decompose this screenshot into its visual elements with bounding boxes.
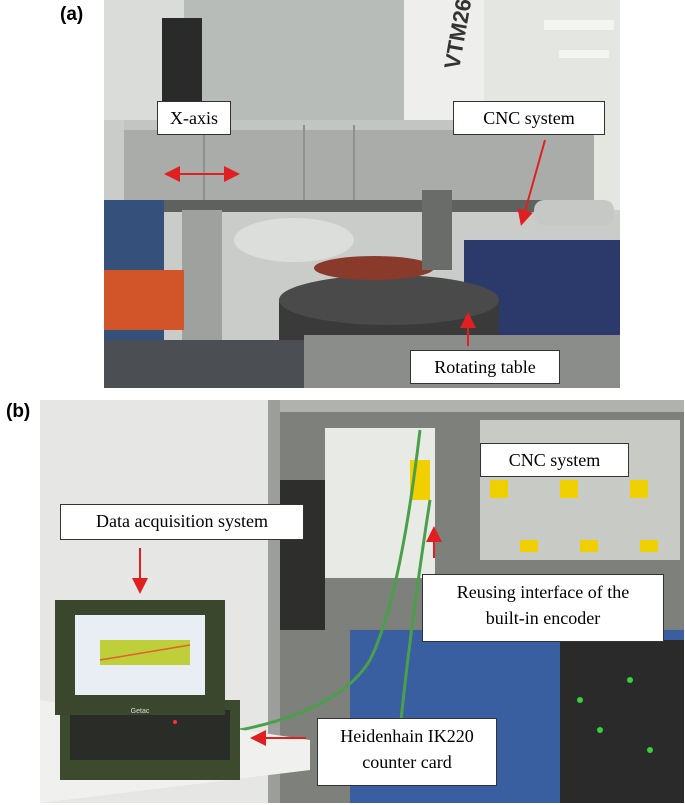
panel-a-photo: VTM260 [104,0,620,388]
callout-counter-card: Heidenhain IK220 counter card [317,718,497,786]
cnc-machine-illustration: VTM260 [104,0,620,388]
cnc-system-a-arrow [517,139,546,226]
callout-data-acquisition: Data acquisition system [60,504,304,540]
reusing-interface-line1: Reusing interface of the [456,582,630,602]
callout-reusing-interface: Reusing interface of the built-in encode… [422,574,664,642]
callout-cnc-system-b: CNC system [480,443,629,477]
callout-x-axis: X-axis [157,101,231,135]
callout-cnc-system-a: CNC system [453,101,605,135]
reusing-interface-line2: built-in encoder [485,608,601,628]
panel-a-label: (a) [60,4,84,25]
callout-rotating-table: Rotating table [410,350,560,384]
counter-card-line2: counter card [362,752,452,772]
panel-b-label: (b) [6,401,31,422]
laptop-brand-text: Getac [131,708,150,715]
counter-card-line1: Heidenhain IK220 [340,726,474,746]
